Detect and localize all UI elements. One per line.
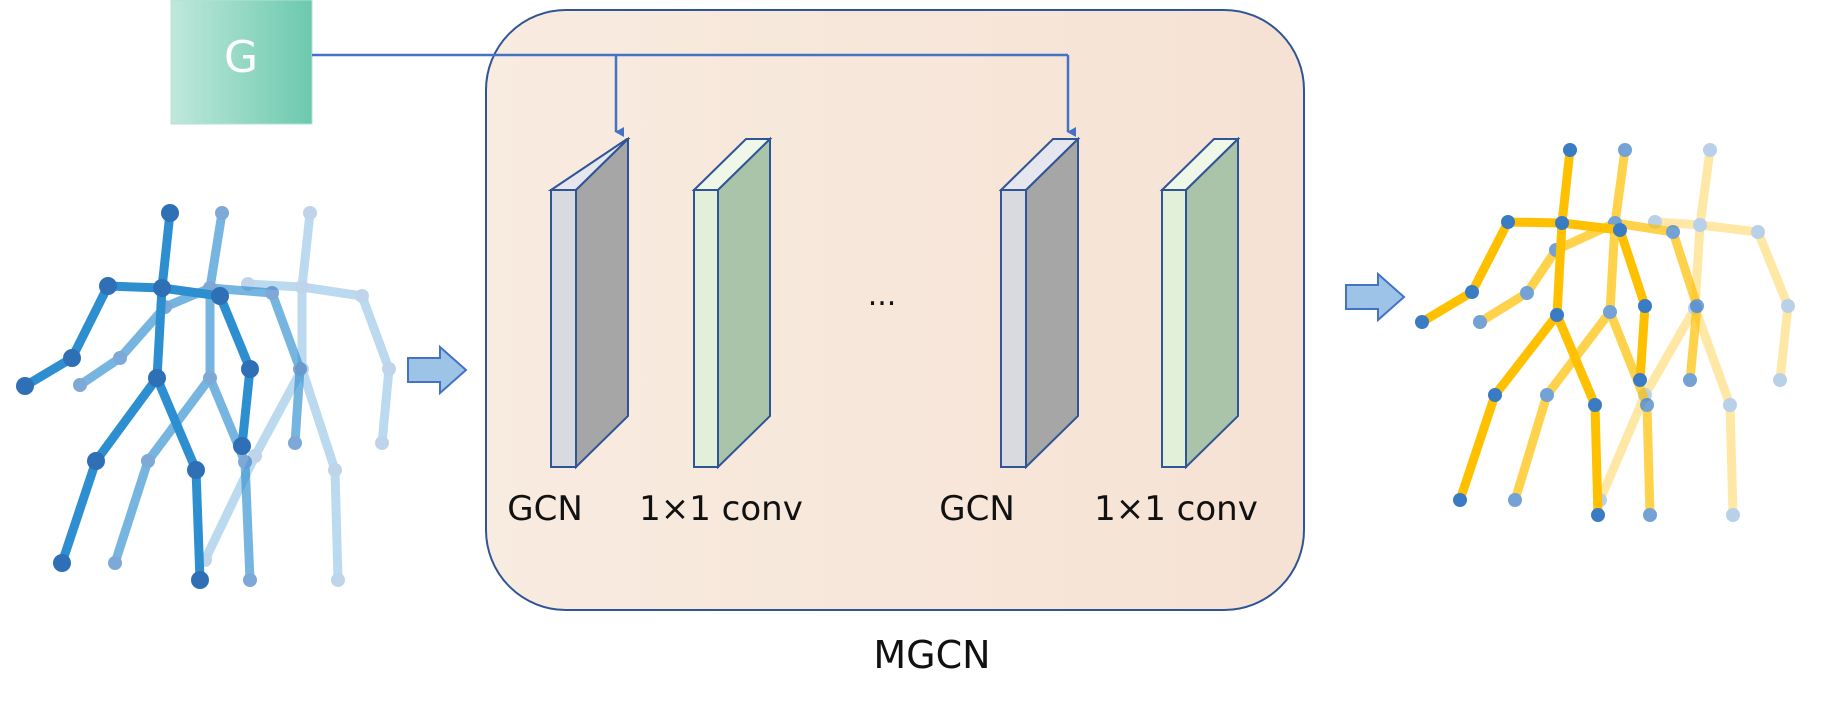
input-skeleton-frame-1 [16, 204, 259, 589]
output-skeleton-frame-3 [1593, 143, 1795, 522]
layer-label-gcn-2: GCN [939, 489, 1015, 529]
conv-layer-2 [1159, 136, 1241, 470]
output-skeleton-sequence [1415, 143, 1795, 522]
output-block-arrow [1345, 271, 1406, 323]
input-skeleton-frame-3 [198, 206, 396, 587]
conv-layer-1 [691, 136, 773, 470]
layer-label-conv-1: 1×1 conv [639, 489, 803, 529]
input-skeleton-frame-2 [73, 206, 307, 587]
graph-connector [312, 53, 1076, 137]
graph-input-label: G [224, 32, 258, 83]
layer-label-gcn-1: GCN [507, 489, 583, 529]
layer-label-conv-2: 1×1 conv [1094, 489, 1258, 529]
gcn-layer-1 [547, 136, 631, 470]
input-skeleton-sequence [16, 204, 396, 589]
input-block-arrow [407, 344, 468, 396]
output-skeleton-frame-2 [1473, 143, 1704, 522]
mgcn-module-box [485, 9, 1305, 611]
module-caption: MGCN [873, 633, 990, 677]
gcn-layer-2 [998, 136, 1081, 470]
output-skeleton-frame-1 [1415, 143, 1652, 522]
graph-input-box: G [170, 0, 313, 125]
layer-ellipsis: ... [868, 278, 897, 313]
